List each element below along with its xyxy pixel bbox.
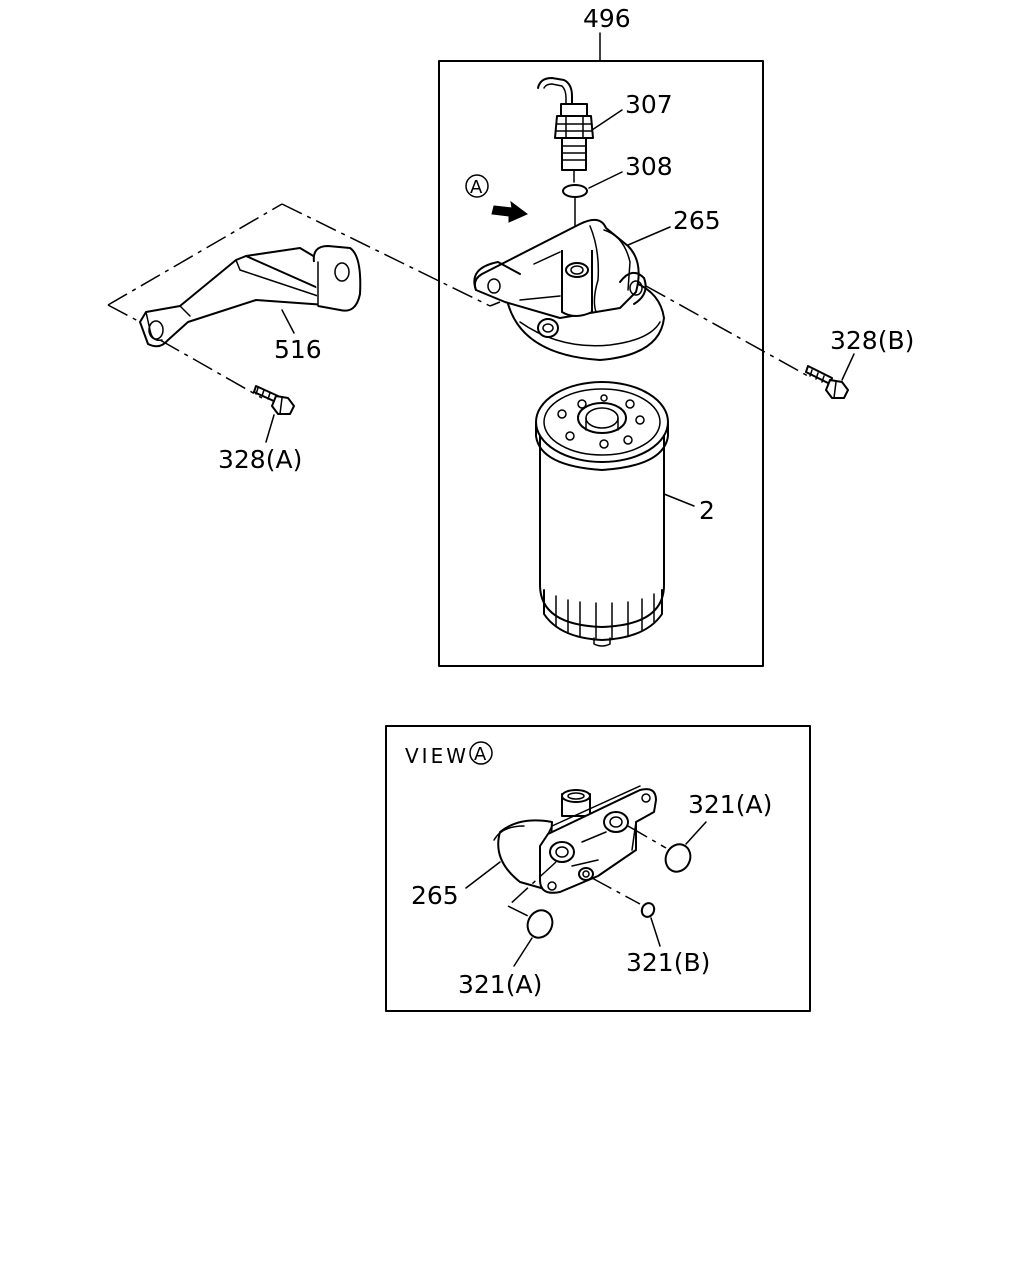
callout-307: 307 (625, 90, 673, 119)
o-ring-321a-left (526, 909, 554, 939)
o-ring-308 (562, 184, 588, 198)
detail-callout-321a-right: 321(A) (688, 790, 772, 819)
detail-view-title: VIEW A (405, 741, 493, 768)
circled-letter-icon: A (469, 741, 493, 765)
bolt-328-b (805, 365, 849, 399)
detail-callout-321b: 321(B) (626, 948, 710, 977)
circled-letter-icon: A (465, 174, 489, 198)
filter-cartridge (535, 381, 669, 647)
callout-2: 2 (699, 496, 715, 525)
o-ring-321a-right (664, 843, 692, 873)
view-marker-letter: A (470, 177, 483, 198)
detail-callout-265: 265 (411, 881, 459, 910)
callout-328b: 328(B) (830, 326, 914, 355)
detail-view-frame (385, 725, 811, 1012)
detail-callout-321a-left: 321(A) (458, 970, 542, 999)
detail-alignment-lines (507, 825, 667, 917)
mounting-bracket (139, 245, 362, 348)
alignment-lines (107, 203, 809, 399)
o-ring-321b (640, 902, 656, 918)
callout-265: 265 (673, 206, 721, 235)
detail-view-title-prefix: VIEW (405, 744, 469, 768)
bolt-328-a (253, 385, 295, 415)
callout-516: 516 (274, 335, 322, 364)
callout-308: 308 (625, 152, 673, 181)
detail-filter-head (493, 785, 657, 894)
assembly-frame (438, 32, 764, 667)
filter-head (473, 218, 665, 361)
arrow-right-icon (491, 200, 528, 223)
detail-view-title-letter: A (474, 744, 487, 765)
oil-pressure-sensor (537, 77, 594, 183)
callout-328a: 328(A) (218, 445, 302, 474)
callout-496: 496 (583, 4, 631, 33)
